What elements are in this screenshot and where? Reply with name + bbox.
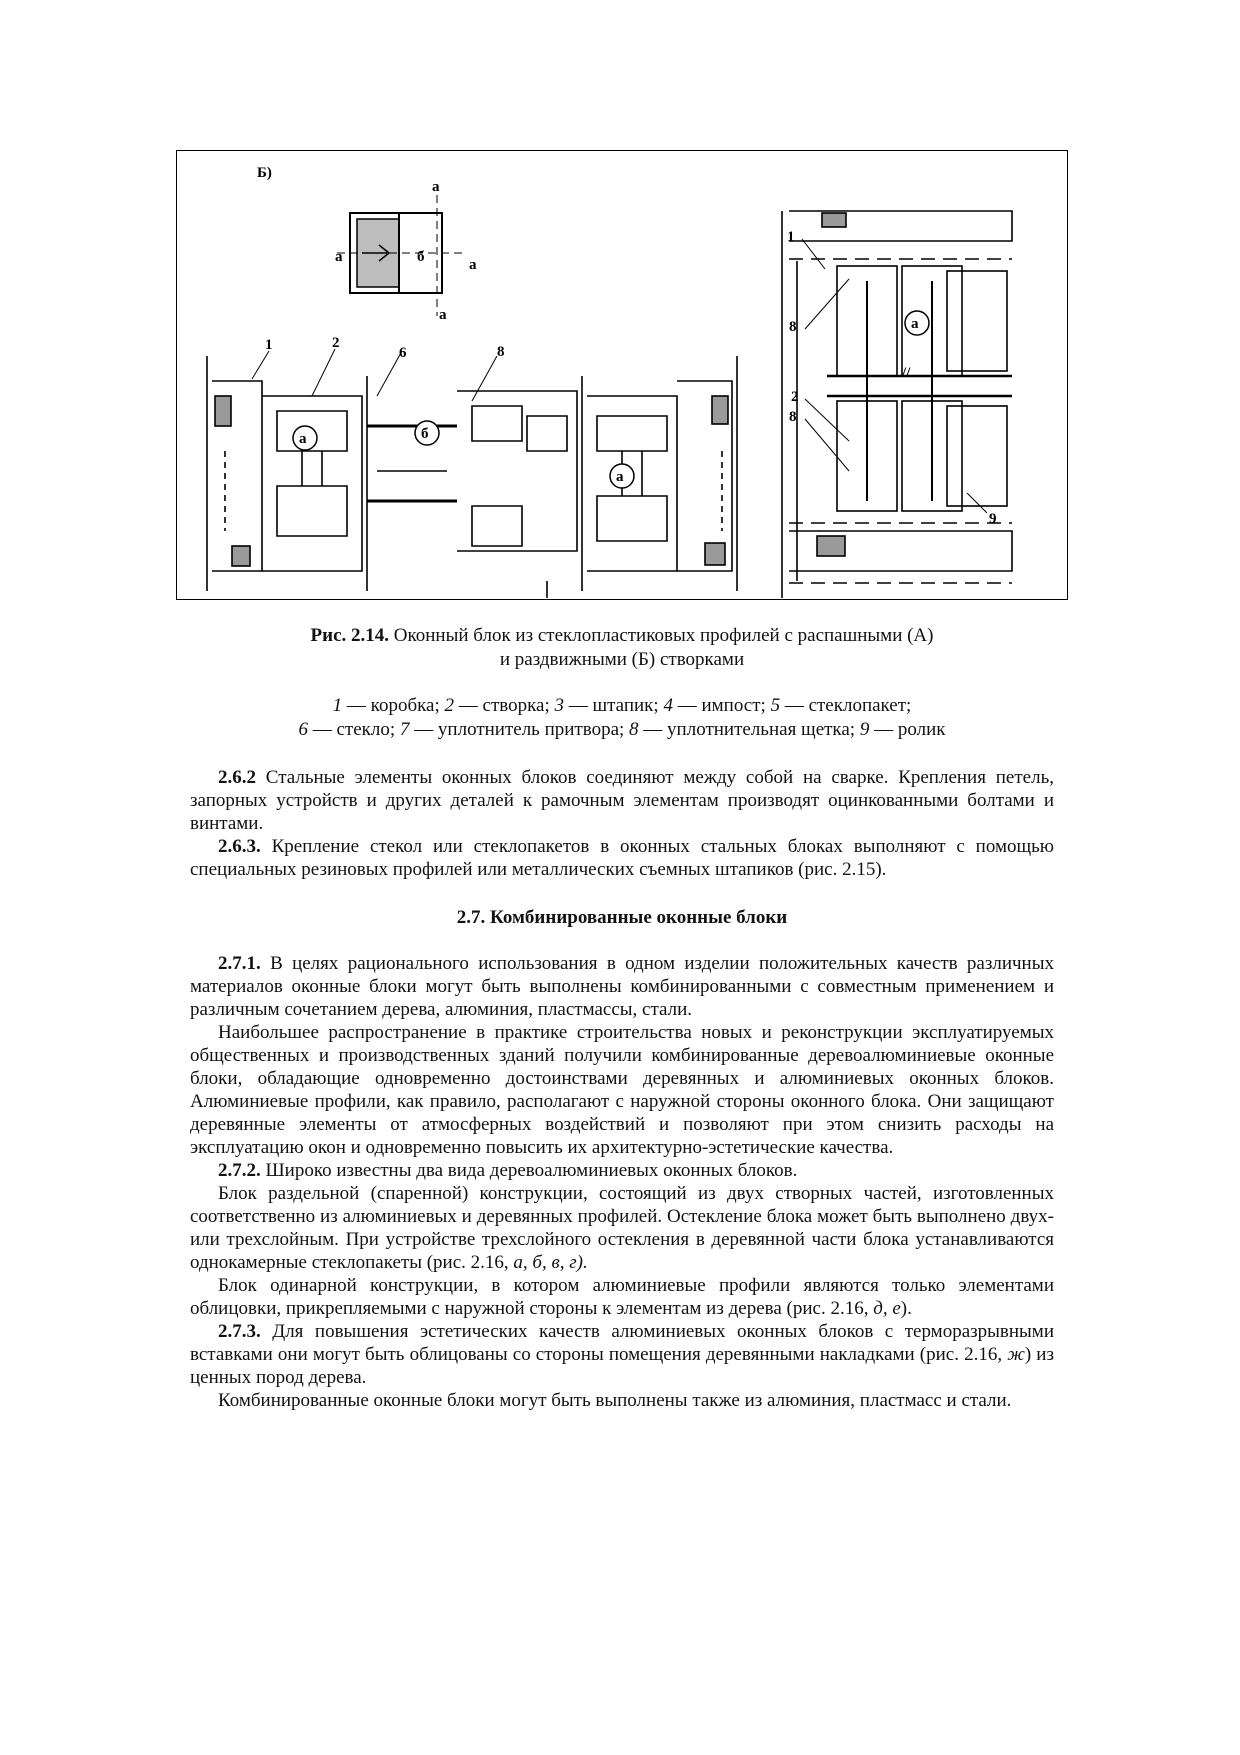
figure-ref-italic: д, е <box>873 1298 901 1319</box>
legend-num: 8 <box>629 719 639 740</box>
paragraph-number: 2.6.2 <box>218 767 256 788</box>
schema-label-top: а <box>432 179 440 195</box>
legend-text: — стекло; <box>308 719 400 740</box>
section-label-a2: а <box>616 469 624 485</box>
legend-text: — уплотнительная щетка; <box>638 719 860 740</box>
section-label-a3: а <box>911 316 919 332</box>
schema-label-right: а <box>469 257 477 273</box>
callout-6: 6 <box>399 345 407 361</box>
legend-num: 5 <box>770 695 781 716</box>
paragraph-single-construction: Блок одинарной конструкции, в котором ал… <box>190 1274 1054 1320</box>
body-text-2-6: 2.6.2 Стальные элементы оконных блоков с… <box>190 766 1054 881</box>
callout-9: 9 <box>989 511 997 527</box>
callout-2-left: 2 <box>332 335 340 351</box>
schema-label-center: б <box>417 249 425 265</box>
legend-num: 4 <box>663 695 673 716</box>
vertical-section <box>781 210 1013 598</box>
paragraph-2-7-1: 2.7.1. В целях рационального использован… <box>190 952 1054 1021</box>
paragraph-text: Широко известны два вида деревоалюминиев… <box>260 1160 798 1181</box>
paragraph-text: ). <box>900 1298 912 1319</box>
break-mark: // <box>901 365 911 381</box>
legend-num: 3 <box>554 695 565 716</box>
legend-text: — уплотнитель притвора; <box>409 719 630 740</box>
caption-line1: Оконный блок из стеклопластиковых профил… <box>393 625 934 646</box>
legend-num: 1 <box>332 695 343 716</box>
callout-8-right-top: 8 <box>789 319 797 335</box>
schema-label-left: а <box>335 249 343 265</box>
legend-text: — штапик; <box>564 695 664 716</box>
paragraph-2-6-2: 2.6.2 Стальные элементы оконных блоков с… <box>190 766 1054 835</box>
legend-num: 6 <box>298 719 309 740</box>
callout-1-right: 1 <box>787 229 795 245</box>
paragraph-2-7-3: 2.7.3. Для повышения эстетических качест… <box>190 1320 1054 1389</box>
paragraph-split-construction: Блок раздельной (спаренной) конструкции,… <box>190 1182 1054 1274</box>
section-markers: а б а а <box>292 310 930 489</box>
horizontal-section <box>206 348 738 598</box>
paragraph-text: Стальные элементы оконных блоков соединя… <box>190 767 1054 834</box>
body-text-2-7: 2.7.1. В целях рационального использован… <box>190 952 1054 1412</box>
section-label-a1: а <box>299 431 307 447</box>
paragraph-text: Крепление стекол или стеклопакетов в око… <box>190 836 1054 880</box>
legend-text: — ролик <box>869 719 946 740</box>
figure-2-14: Б) а а б а а <box>176 150 1068 600</box>
paragraph-2-7-2: 2.7.2. Широко известны два вида деревоал… <box>190 1159 1054 1182</box>
figure-ref-italic: ж <box>1007 1344 1025 1365</box>
paragraph-number: 2.6.3. <box>218 836 261 857</box>
paragraph-text: Для повышения эстетических качеств алюми… <box>190 1321 1054 1365</box>
caption-line2: и раздвижными (Б) створками <box>499 649 745 670</box>
legend-num: 9 <box>859 719 870 740</box>
paragraph-number: 2.7.3. <box>218 1321 261 1342</box>
paragraph-combined-materials: Комбинированные оконные блоки могут быть… <box>218 1390 1012 1411</box>
figure-legend: 1 — коробка; 2 — створка; 3 — штапик; 4 … <box>176 694 1068 742</box>
callout-8-left: 8 <box>497 344 505 360</box>
paragraph-number: 2.7.2. <box>218 1160 261 1181</box>
window-profile-drawing: Б) а а б а а <box>206 165 1013 598</box>
legend-text: — створка; <box>454 695 555 716</box>
figure-ref-italic: а, б, в, г). <box>513 1252 588 1273</box>
caption-label: Рис. 2.14. <box>310 625 390 646</box>
legend-text: — импост; <box>672 695 771 716</box>
callout-2-right: 2 <box>791 389 799 405</box>
callout-8-right-bottom: 8 <box>789 409 797 425</box>
legend-text: — стеклопакет; <box>780 695 912 716</box>
panel-label: Б) <box>257 165 272 181</box>
legend-num: 7 <box>399 719 410 740</box>
paragraph-text: В целях рационального использования в од… <box>190 953 1054 1020</box>
paragraph-number: 2.7.1. <box>218 953 261 974</box>
schema-label-bottom: а <box>439 307 447 323</box>
legend-num: 2 <box>444 695 455 716</box>
section-label-b: б <box>421 426 429 442</box>
paragraph-wood-aluminium: Наибольшее распространение в практике ст… <box>190 1022 1054 1158</box>
paragraph-text: ) из ценных пород дерева. <box>190 1344 1054 1388</box>
window-schema: а а б а а <box>335 179 477 323</box>
paragraph-text: Блок одинарной конструкции, в котором ал… <box>190 1275 1054 1319</box>
paragraph-text: Блок раздельной (спаренной) конструкции,… <box>190 1183 1054 1273</box>
legend-text: — коробка; <box>342 695 445 716</box>
section-heading: 2.7. Комбинированные оконные блоки <box>456 907 788 928</box>
figure-caption: Рис. 2.14. Оконный блок из стеклопластик… <box>176 624 1068 672</box>
paragraph-2-6-3: 2.6.3. Крепление стекол или стеклопакето… <box>190 835 1054 881</box>
callout-1-left: 1 <box>265 337 273 353</box>
